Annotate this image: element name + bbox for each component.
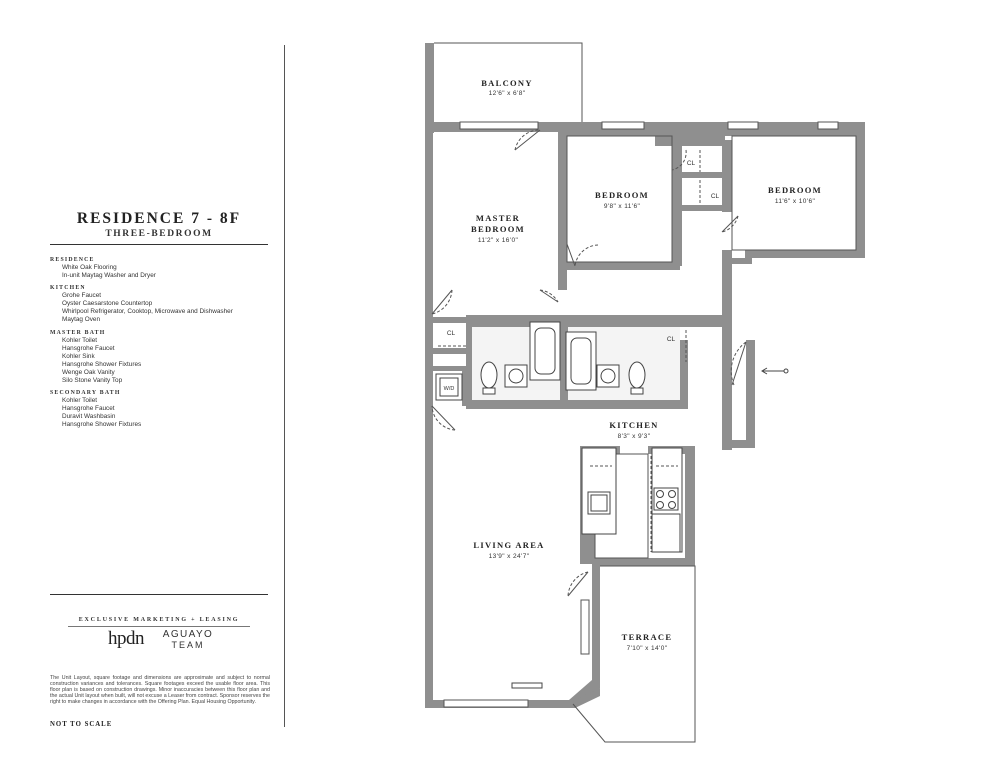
feature-item: Kohler Sink [62, 352, 95, 360]
kitchen-fixtures [581, 447, 683, 553]
washer-dryer-label: W/D [444, 386, 455, 392]
feature-item: Silo Stone Vanity Top [62, 377, 123, 385]
feature-item: Whirlpool Refrigerator, Cooktop, Microwa… [62, 308, 233, 316]
feature-heading: RESIDENCE [50, 257, 95, 263]
terrace-label: TERRACE [622, 632, 673, 642]
disclaimer-text: The Unit Layout, square footage and dime… [50, 675, 270, 706]
residence-title: RESIDENCE 7 - 8F [76, 210, 242, 227]
closet-label: CL [667, 336, 676, 343]
balcony-dims: 12'6" x 6'8" [489, 90, 526, 97]
divider [68, 626, 250, 627]
feature-item: Oyster Caesarstone Countertop [62, 300, 153, 308]
closet-label: CL [447, 330, 456, 337]
feature-item: In-unit Maytag Washer and Dryer [62, 272, 156, 280]
closet-label: CL [687, 160, 696, 167]
bedroom-3-label: BEDROOM [768, 185, 822, 195]
bath-fixtures [435, 321, 680, 401]
feature-item: White Oak Flooring [62, 264, 117, 271]
room-labels: BALCONY 12'6" x 6'8" MASTER BEDROOM 11'2… [444, 78, 822, 652]
bedroom-2-label: BEDROOM [595, 190, 649, 200]
terrace-outline [572, 565, 696, 743]
kitchen-dims: 8'3" x 9'3" [618, 433, 651, 440]
logo-text: TEAM [171, 640, 205, 650]
divider [50, 594, 268, 595]
windows [443, 121, 839, 708]
terrace-dims: 7'10" x 14'0" [627, 645, 668, 652]
feature-item: Maytag Oven [62, 316, 101, 324]
living-area-dims: 13'9" x 24'7" [489, 553, 530, 560]
master-bedroom-label: BEDROOM [471, 224, 525, 234]
feature-item: Hansgrohe Faucet [62, 344, 115, 352]
balcony-label: BALCONY [481, 78, 533, 88]
balcony-outline [434, 42, 583, 122]
feature-item: Wenge Oak Vanity [62, 368, 115, 376]
divider [50, 244, 268, 245]
counter-lines [438, 150, 701, 552]
fireplace [511, 682, 543, 689]
closet-label: CL [711, 193, 720, 200]
scale-note: NOT TO SCALE [50, 721, 113, 728]
feature-item: Kohler Toilet [62, 336, 98, 344]
feature-heading: MASTER BATH [50, 329, 106, 336]
master-bedroom-dims: 11'2" x 16'0" [478, 237, 519, 244]
feature-item: Kohler Toilet [62, 397, 98, 405]
panel-divider [284, 45, 285, 727]
logo-text: AGUAYO [162, 629, 214, 640]
marketing-line: EXCLUSIVE MARKETING + LEASING [78, 617, 240, 623]
entry-arrow [761, 367, 789, 375]
feature-list: RESIDENCE White Oak Flooring In-unit May… [50, 252, 270, 430]
feature-item: Duravit Washbasin [62, 413, 116, 421]
bedroom-2-dims: 9'8" x 11'6" [604, 203, 641, 210]
residence-subtitle: THREE-BEDROOM [105, 229, 213, 239]
feature-item: Hansgrohe Faucet [62, 405, 115, 413]
living-area-label: LIVING AREA [473, 540, 544, 550]
feature-heading: SECONDARY BATH [50, 390, 121, 397]
feature-item: Grohe Faucet [62, 292, 102, 300]
master-bedroom-label: MASTER [476, 213, 520, 223]
feature-item: Hansgrohe Shower Fixtures [62, 421, 142, 429]
hpdn-logo: hpdn [108, 628, 145, 649]
aguayo-team-logo: AGUAYO TEAM [158, 629, 218, 651]
info-panel: RESIDENCE 7 - 8F THREE-BEDROOM RESIDENCE… [48, 0, 270, 773]
feature-heading: KITCHEN [50, 285, 86, 292]
feature-item: Hansgrohe Shower Fixtures [62, 360, 142, 368]
kitchen-label: KITCHEN [609, 420, 658, 430]
bedroom-3-dims: 11'6" x 10'6" [775, 198, 816, 205]
door-leaves [431, 129, 747, 597]
